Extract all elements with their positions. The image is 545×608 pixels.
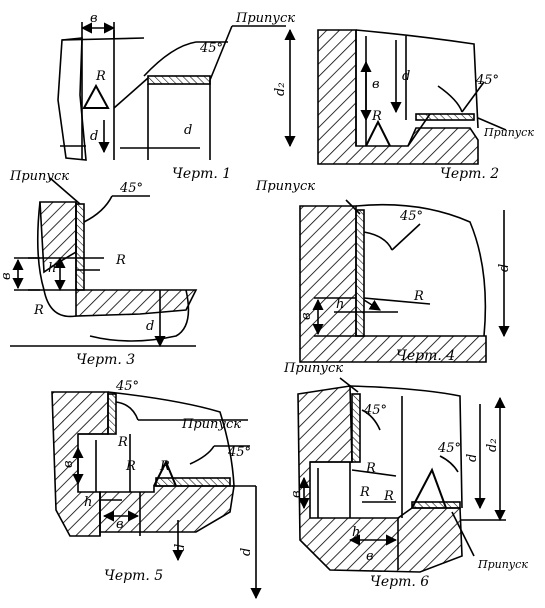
allowance-label: Припуск [9,169,69,184]
dim-width-label: в [0,272,14,280]
dim-width-label-2: в [366,549,374,564]
drawing-3 [10,177,198,348]
radius-label-3: R [383,489,394,504]
angle-label: 45° [119,181,143,196]
dim-width-label: в [289,490,304,498]
radius-label: R [413,289,424,304]
dim-height-label: h [48,261,56,276]
dim-height-label: h [336,297,344,312]
angle-label: 45° [399,209,423,224]
diameter-small-label: d [173,544,188,552]
part-section-4 [299,205,487,363]
radius-label-2: R [359,485,370,500]
diameter-outer-label: d₂ [273,82,288,96]
drawing-4 [299,199,510,363]
diameter-label: d [465,454,480,462]
diameter-label: d [146,319,154,334]
radius-label: R [117,435,128,450]
angle-label: 45° [199,41,223,56]
part-section-3 [39,201,77,274]
angle-label: 45° [363,403,387,418]
allowance-label: Припуск [181,417,241,432]
dim-width-label: в [372,77,380,92]
dim-width-label: в [90,11,98,26]
undercut-groove-1 [82,83,110,109]
radius-label: R [115,253,126,268]
dim-height-label: h [352,525,360,540]
drawing-caption: Черт. 6 [370,574,429,590]
angle-label-2: 45° [437,441,461,456]
diameter-small-label: d [90,129,98,144]
drawing-caption: Черт. 5 [104,568,163,584]
drawing-caption: Черт. 4 [396,348,455,364]
diameter-label: d [497,264,512,272]
drawing-2 [284,28,507,165]
allowance-layer-2 [415,113,475,121]
dim-width-label: в [299,312,314,320]
drawing-caption: Черт. 3 [76,352,135,368]
allowance-layer-1 [147,75,211,85]
angle-label-2: 45° [227,445,251,460]
diameter-label: d [239,548,254,556]
drawing-1 [57,22,286,161]
allowance-layer-6 [351,393,361,463]
allowance-label: Припуск [483,126,534,139]
radius-label: R [95,69,106,84]
allowance-layer-3 [75,203,85,291]
dim-width-label: в [61,460,76,468]
drawing-caption: Черт. 1 [172,166,231,182]
radius-label: R [365,461,376,476]
drawing-5 [51,391,262,600]
allowance-label: Припуск [255,179,315,194]
radius-label-2: R [33,303,44,318]
diameter-outer-label: d₂ [485,438,500,452]
angle-label: 45° [115,379,139,394]
allowance-label: Припуск [283,361,343,376]
radius-label-3: R [159,459,170,474]
drawing-caption: Черт. 2 [440,166,499,182]
shaft-section-2 [317,29,479,165]
dim-height-label: h [84,495,92,510]
drawing-6 [297,377,506,573]
allowance-label: Припуск [235,11,295,26]
dim-width-label-2: в [116,517,124,532]
diameter-label: d [184,123,192,138]
radius-label: R [371,109,382,124]
angle-label: 45° [475,73,499,88]
diameter-inner-label: d [402,69,410,84]
allowance-label-2: Припуск [477,558,528,571]
radius-label-2: R [125,459,136,474]
allowance-layer-5 [107,393,117,435]
undercut-groove-2 [365,119,391,147]
allowance-layer-4 [355,209,365,337]
